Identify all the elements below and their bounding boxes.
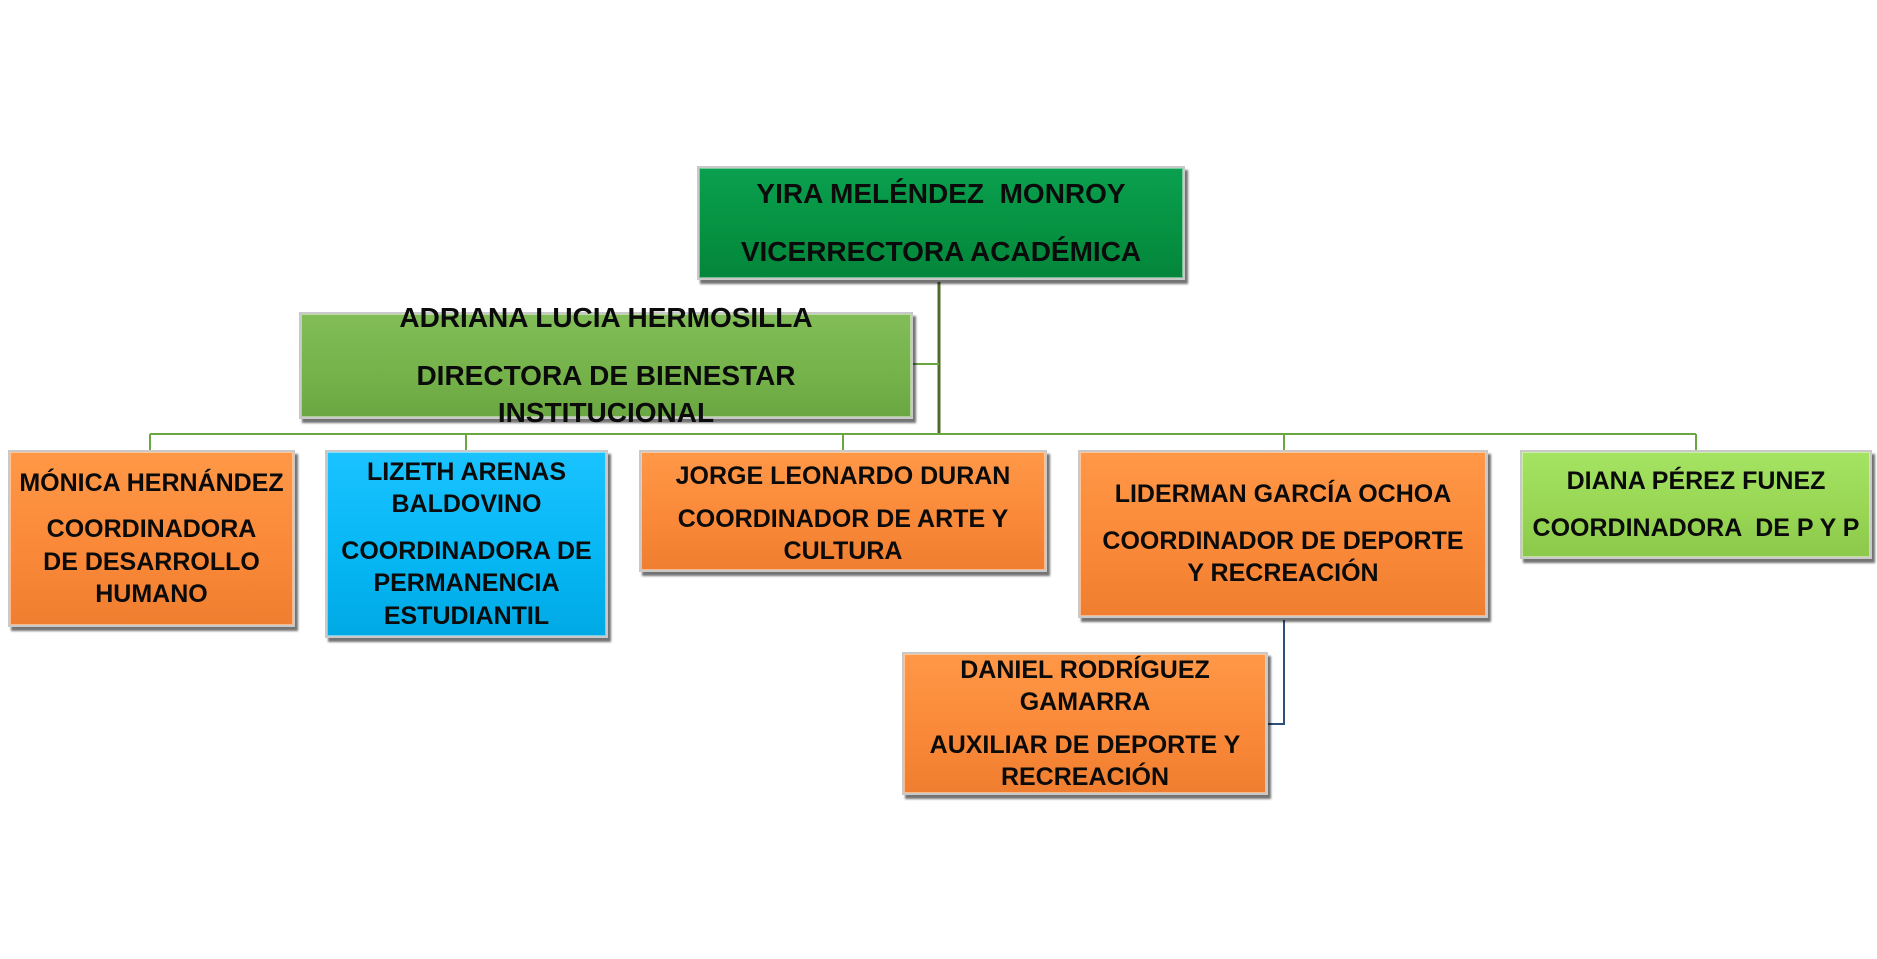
- node-liderman-name: LIDERMAN GARCÍA OCHOA: [1114, 480, 1452, 509]
- node-jorge-role: COORDINADOR DE ARTE Y CULTURA: [677, 504, 1009, 566]
- node-diana: DIANA PÉREZ FUNEZ COORDINADORA DE P Y P: [1520, 450, 1872, 559]
- node-lizeth: LIZETH ARENAS BALDOVINO COORDINADORA DE …: [325, 450, 608, 638]
- node-daniel-name: DANIEL RODRÍGUEZ GAMARRA: [960, 655, 1210, 717]
- node-directora-name: ADRIANA LUCIA HERMOSILLA: [399, 301, 813, 333]
- node-daniel: DANIEL RODRÍGUEZ GAMARRA AUXILIAR DE DEP…: [902, 652, 1268, 795]
- daniel-connector: [1268, 620, 1285, 725]
- node-vicerrectora-role: VICERRECTORA ACADÉMICA: [740, 236, 1142, 267]
- node-monica-role: COORDINADORA DE DESARROLLO HUMANO: [43, 515, 260, 608]
- node-directora: ADRIANA LUCIA HERMOSILLA DIRECTORA DE BI…: [299, 302, 913, 428]
- node-monica-name: MÓNICA HERNÁNDEZ: [19, 468, 284, 497]
- node-diana-role: COORDINADORA DE P Y P: [1532, 513, 1860, 542]
- node-vicerrectora-name: YIRA MELÉNDEZ MONROY: [756, 177, 1126, 209]
- node-jorge-name: JORGE LEONARDO DURAN: [675, 462, 1011, 490]
- node-diana-name: DIANA PÉREZ FUNEZ: [1566, 467, 1826, 495]
- node-jorge: JORGE LEONARDO DURAN COORDINADOR DE ARTE…: [639, 450, 1047, 572]
- node-monica: MÓNICA HERNÁNDEZ COORDINADORA DE DESARRO…: [8, 450, 295, 627]
- node-liderman-role: COORDINADOR DE DEPORTE Y RECREACIÓN: [1102, 526, 1464, 588]
- node-daniel-role: AUXILIAR DE DEPORTE Y RECREACIÓN: [929, 730, 1241, 792]
- node-liderman: LIDERMAN GARCÍA OCHOA COORDINADOR DE DEP…: [1078, 450, 1488, 618]
- node-vicerrectora: YIRA MELÉNDEZ MONROY VICERRECTORA ACADÉM…: [697, 166, 1185, 280]
- node-lizeth-name: LIZETH ARENAS BALDOVINO: [366, 457, 567, 519]
- node-directora-role: DIRECTORA DE BIENESTAR INSTITUCIONAL: [416, 360, 796, 428]
- node-lizeth-role: COORDINADORA DE PERMANENCIA ESTUDIANTIL: [341, 536, 592, 630]
